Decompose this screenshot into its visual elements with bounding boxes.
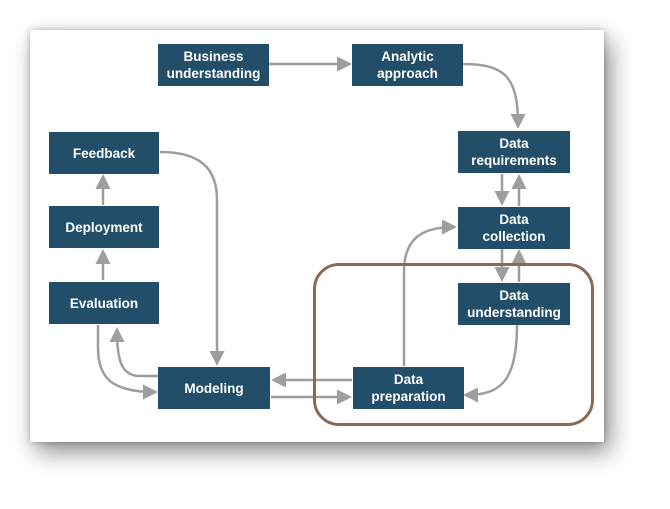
node-label-line: requirements [471, 153, 557, 168]
node-label-line: Analytic [381, 49, 434, 64]
node-label-line: Data [499, 288, 529, 303]
node-label-line: Business [183, 49, 244, 64]
node-analytic-approach: Analytic approach [352, 44, 463, 86]
node-evaluation: Evaluation [49, 282, 159, 324]
node-label-line: Data [499, 212, 529, 227]
node-data-collection: Data collection [458, 207, 570, 249]
arrow-modeling-to-evaluation [109, 327, 161, 378]
node-label-line: preparation [371, 389, 446, 404]
node-label-line: approach [377, 66, 438, 81]
node-label-line: Deployment [65, 219, 143, 235]
node-label-line: Evaluation [69, 295, 139, 311]
arrow-understanding-to-preparation [463, 324, 519, 403]
arrow-feedback-to-modeling [159, 150, 225, 366]
node-deployment: Deployment [49, 206, 159, 248]
arrow-preparation-to-collection [402, 219, 457, 366]
arrow-evaluation-to-modeling [96, 325, 158, 400]
node-modeling: Modeling [158, 367, 270, 409]
node-label-line: understanding [166, 66, 261, 81]
node-label-line: Data [499, 136, 529, 151]
node-data-preparation: Data preparation [353, 367, 464, 409]
node-label-line: Modeling [184, 380, 244, 396]
node-data-requirements: Data requirements [458, 131, 570, 173]
node-business-understanding: Business understanding [158, 44, 269, 86]
node-feedback: Feedback [49, 132, 159, 174]
node-label-line: Data [393, 372, 424, 387]
node-label-line: Feedback [72, 145, 136, 161]
node-label-line: understanding [467, 305, 561, 320]
data-prep-highlight-frame [313, 263, 594, 426]
node-data-understanding: Data understanding [458, 283, 570, 325]
node-label-line: collection [482, 229, 546, 244]
arrow-analytic-to-requirements [462, 62, 526, 129]
